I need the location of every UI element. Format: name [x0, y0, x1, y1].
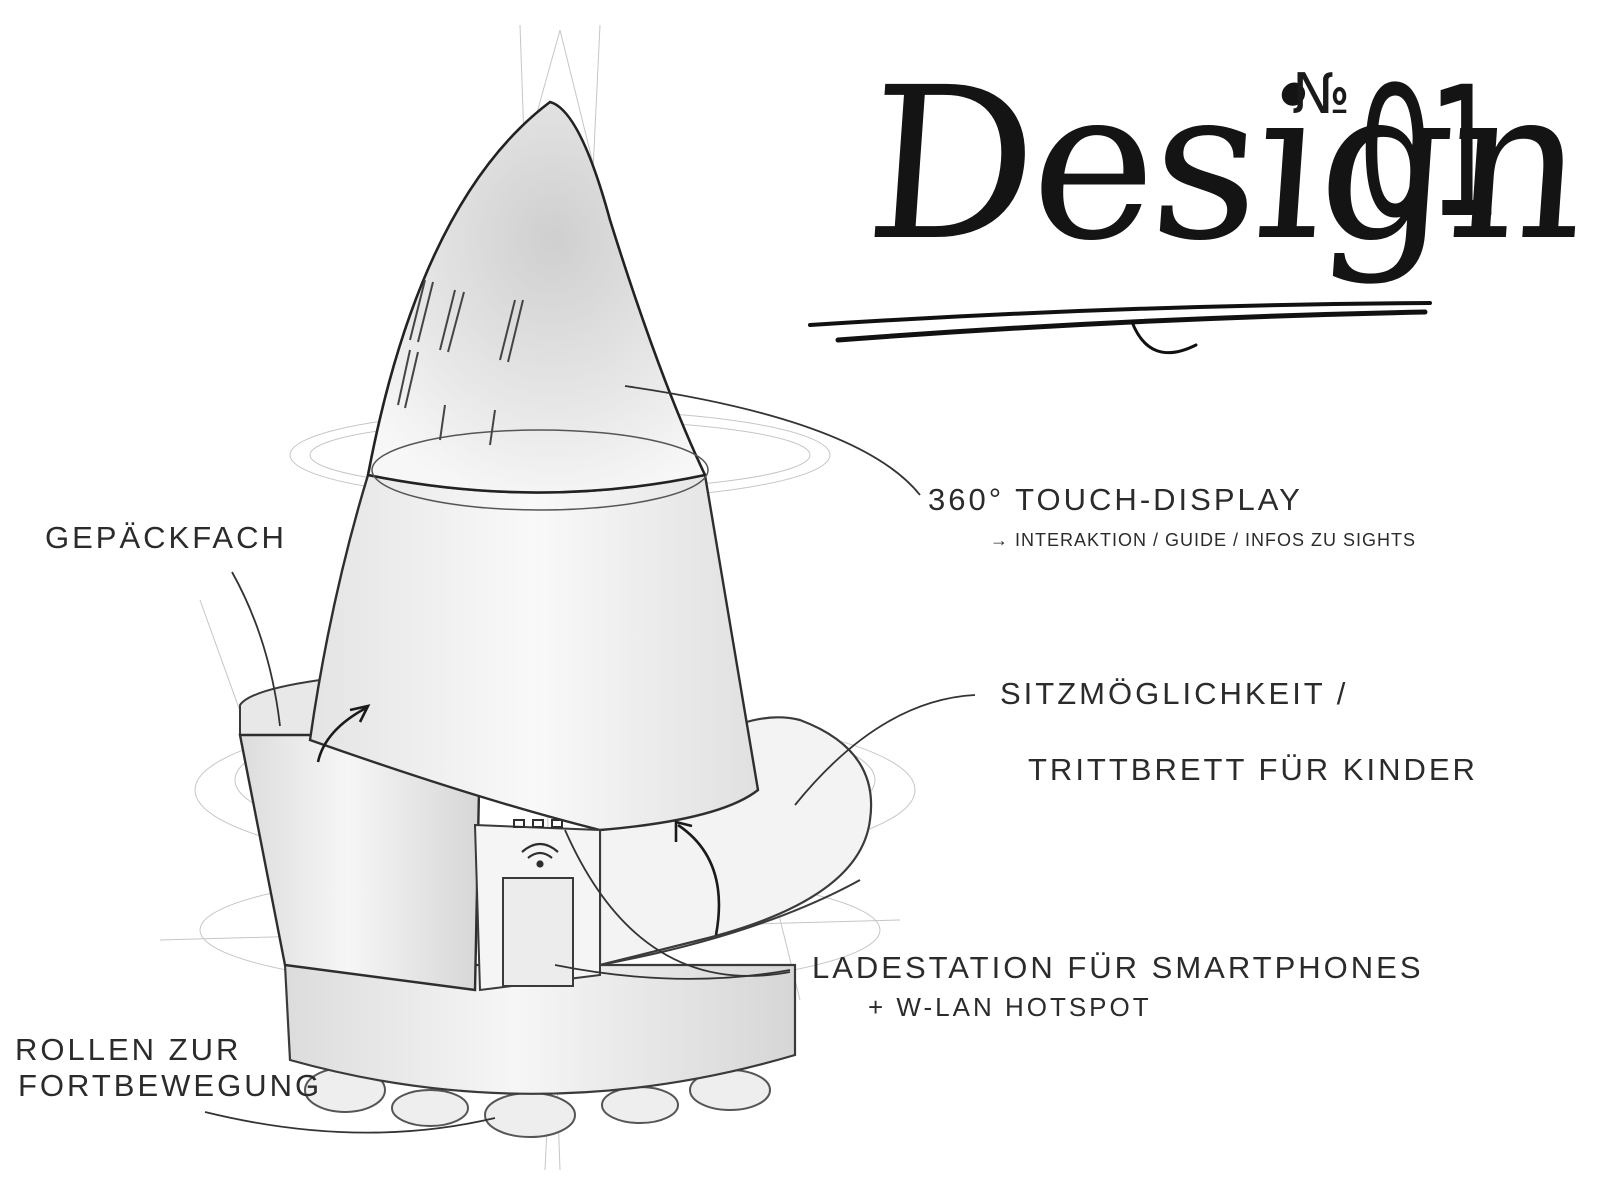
label-charging-line2: + W-LAN HOTSPOT: [868, 992, 1152, 1023]
label-touch-display-sub: → INTERAKTION / GUIDE / INFOS ZU SIGHTS: [990, 530, 1416, 551]
label-charging-line1: LADESTATION FÜR SMARTPHONES: [812, 950, 1424, 986]
display-tip: [368, 102, 705, 493]
label-seat-line1: SITZMÖGLICHKEIT /: [1000, 676, 1348, 712]
title-number-sign: №: [1292, 62, 1350, 127]
title-number: 01: [1358, 64, 1498, 244]
label-wheels-line1: ROLLEN ZUR: [15, 1032, 241, 1068]
label-seat-line2: TRITTBRETT FÜR KINDER: [1028, 752, 1478, 788]
label-wheels-line2: FORTBEWEGUNG: [18, 1068, 322, 1104]
charging-slot: [503, 878, 573, 986]
label-touch-display: 360° TOUCH-DISPLAY: [928, 482, 1303, 518]
luggage-band: [240, 680, 320, 735]
label-luggage: GEPÄCKFACH: [45, 520, 287, 556]
title-underline: [810, 303, 1430, 353]
